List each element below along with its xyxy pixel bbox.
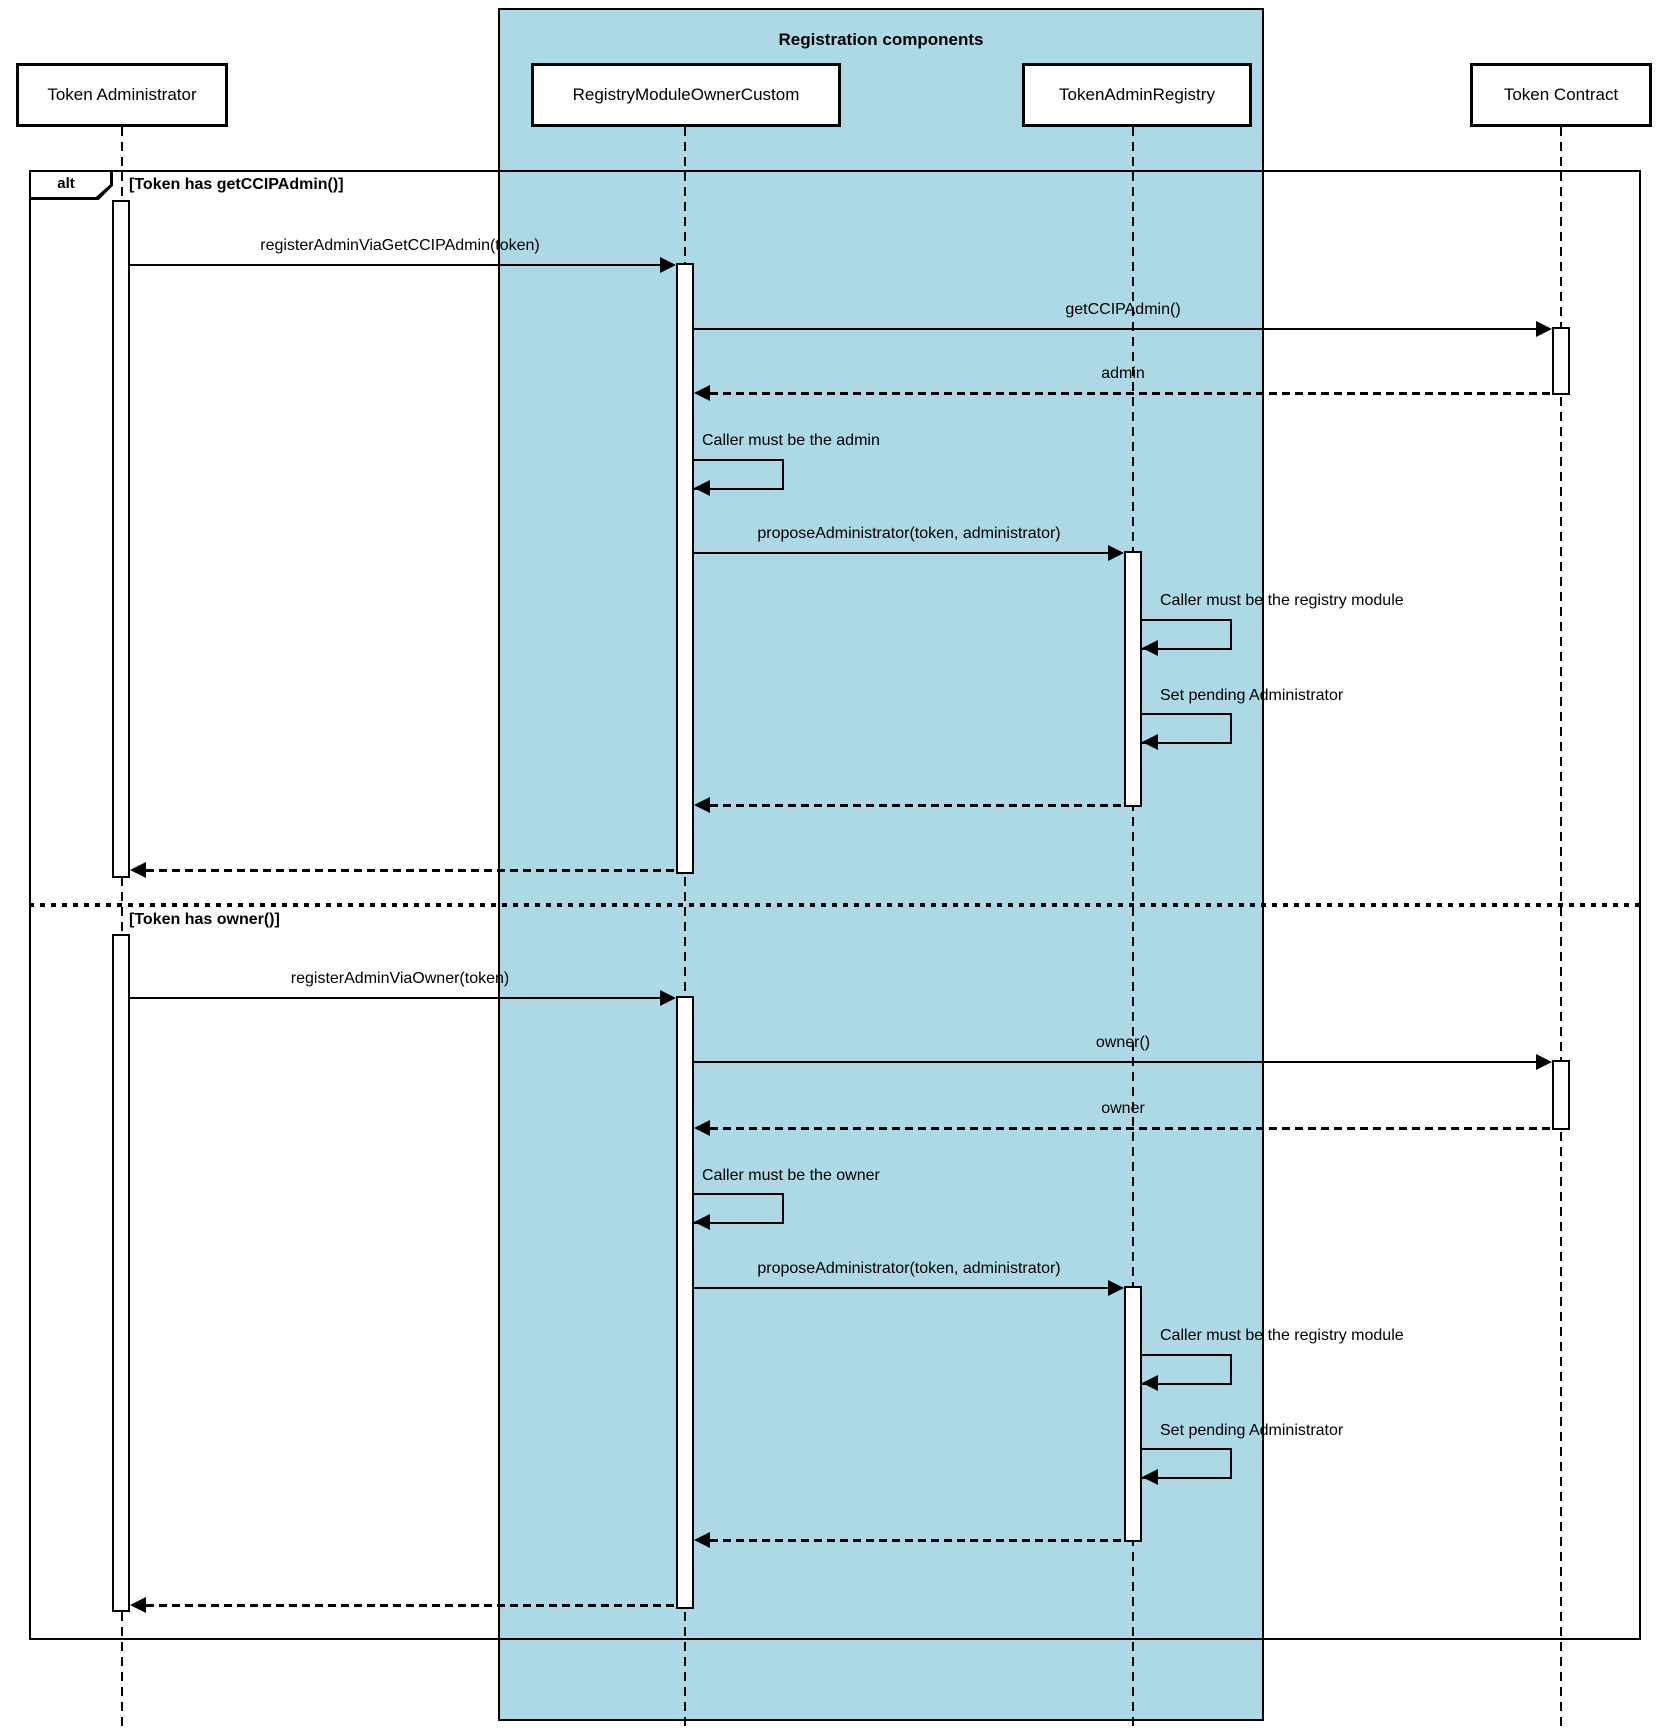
activation-token-contract-1 — [1552, 327, 1570, 395]
arrowhead-icon — [1142, 1469, 1158, 1485]
arrowhead-icon — [1142, 1375, 1158, 1391]
guard-condition-2: [Token has owner()] — [129, 911, 280, 928]
activation-token-admin-registry-1 — [1124, 551, 1142, 807]
message-label: owner() — [1095, 1034, 1151, 1051]
self-message-loop — [694, 459, 784, 490]
activation-token-contract-2 — [1552, 1060, 1570, 1130]
head-token-contract: Token Contract — [1470, 63, 1652, 127]
message-label: Set pending Administrator — [1160, 1422, 1344, 1439]
guard-condition-1: [Token has getCCIPAdmin()] — [129, 176, 344, 193]
registration-components-region: Registration components — [498, 8, 1264, 1721]
head-label: Token Administrator — [47, 85, 197, 104]
alt-operator-label: alt — [57, 175, 75, 192]
head-label: Token Contract — [1503, 85, 1619, 104]
message-label: proposeAdministrator(token, administrato… — [757, 525, 1061, 542]
head-registry-module-owner-custom: RegistryModuleOwnerCustom — [531, 63, 841, 127]
region-title: Registration components — [778, 30, 984, 49]
arrowhead-icon — [694, 385, 710, 401]
message-label: registerAdminViaGetCCIPAdmin(token) — [260, 237, 540, 254]
head-token-administrator: Token Administrator — [16, 63, 228, 127]
return-line — [710, 392, 1552, 395]
arrowhead-icon — [1536, 321, 1552, 337]
activation-registry-module-1 — [676, 263, 694, 874]
message-line — [694, 552, 1108, 554]
arrowhead-icon — [1108, 1280, 1124, 1296]
lifeline-token-admin-registry — [1132, 127, 1134, 1730]
arrowhead-icon — [130, 1597, 146, 1613]
message-label: Caller must be the registry module — [1160, 592, 1404, 609]
head-token-admin-registry: TokenAdminRegistry — [1022, 63, 1252, 127]
arrowhead-icon — [1142, 640, 1158, 656]
activation-token-administrator-2 — [112, 934, 130, 1612]
self-message-loop — [694, 1193, 784, 1224]
message-label: proposeAdministrator(token, administrato… — [757, 1260, 1061, 1277]
activation-token-administrator-1 — [112, 200, 130, 878]
self-message-loop — [1142, 1448, 1232, 1479]
lifeline-token-administrator — [121, 127, 123, 1730]
arrowhead-icon — [694, 480, 710, 496]
arrowhead-icon — [660, 990, 676, 1006]
arrowhead-icon — [660, 257, 676, 273]
activation-registry-module-2 — [676, 996, 694, 1609]
self-message-loop — [1142, 619, 1232, 650]
message-line — [130, 997, 660, 999]
self-message-loop — [1142, 1354, 1232, 1385]
self-message-loop — [1142, 713, 1232, 744]
alt-operator-pentagon — [29, 170, 113, 200]
message-label: Caller must be the registry module — [1160, 1327, 1404, 1344]
message-line — [694, 1287, 1108, 1289]
return-line — [710, 1127, 1552, 1130]
arrowhead-icon — [694, 1120, 710, 1136]
message-label: getCCIPAdmin() — [1065, 301, 1181, 318]
message-label: Caller must be the owner — [702, 1167, 880, 1184]
head-label: TokenAdminRegistry — [1059, 85, 1215, 104]
return-line — [146, 1604, 676, 1607]
message-label: admin — [1101, 365, 1145, 382]
alt-operator-pentagon-fill — [31, 172, 110, 197]
message-line — [694, 328, 1536, 330]
message-label: Caller must be the admin — [702, 432, 880, 449]
arrowhead-icon — [1536, 1054, 1552, 1070]
arrowhead-icon — [1142, 734, 1158, 750]
message-line — [130, 264, 660, 266]
lifeline-token-contract — [1560, 127, 1562, 1730]
arrowhead-icon — [694, 1214, 710, 1230]
lifeline-registry-module-owner-custom — [684, 127, 686, 1730]
alt-section-divider — [29, 903, 1641, 907]
return-line — [710, 804, 1124, 807]
message-label: Set pending Administrator — [1160, 687, 1344, 704]
arrowhead-icon — [130, 862, 146, 878]
head-label: RegistryModuleOwnerCustom — [572, 85, 800, 104]
message-label: owner — [1101, 1100, 1145, 1117]
return-line — [710, 1539, 1124, 1542]
arrowhead-icon — [1108, 545, 1124, 561]
message-label: registerAdminViaOwner(token) — [290, 970, 510, 987]
message-line — [694, 1061, 1536, 1063]
activation-token-admin-registry-2 — [1124, 1286, 1142, 1542]
arrowhead-icon — [694, 1532, 710, 1548]
return-line — [146, 869, 676, 872]
arrowhead-icon — [694, 797, 710, 813]
